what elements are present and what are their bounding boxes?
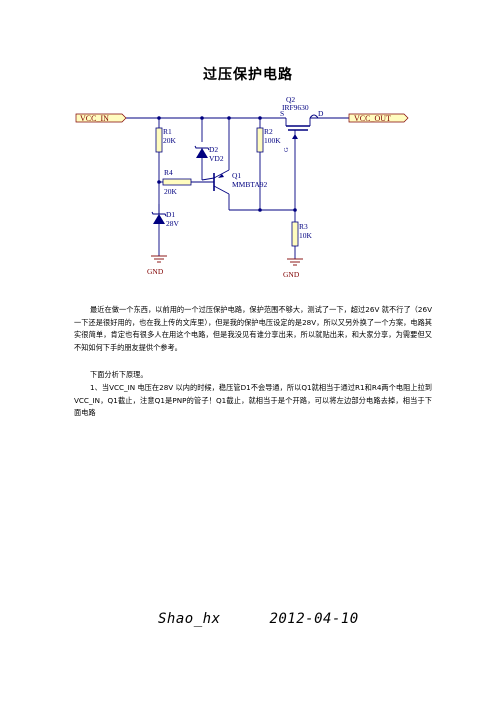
paragraph-analysis-step1: 1、当VCC_IN 电压在28V 以内的时候，稳压管D1不会导通，所以Q1就相当… bbox=[74, 383, 432, 418]
d2-ref: D2 bbox=[209, 145, 218, 154]
port-vcc-out: VCC_OUT bbox=[354, 114, 391, 123]
r3-ref: R3 bbox=[299, 222, 308, 231]
q2-ref: Q2 bbox=[286, 95, 295, 104]
port-vcc-in: VCC_IN bbox=[80, 114, 109, 123]
gnd-left-label: GND bbox=[147, 267, 164, 276]
q2-source-pin: S bbox=[280, 109, 284, 118]
signature: Shao_hx 2012-04-10 bbox=[158, 611, 359, 627]
d1-value: 28V bbox=[166, 219, 180, 228]
q2-part: IRF9630 bbox=[282, 103, 309, 112]
r4-value: 20K bbox=[164, 187, 178, 196]
r2-value: 100K bbox=[264, 136, 281, 145]
page-title: 过压保护电路 bbox=[203, 67, 293, 83]
q2-gate-pin: G bbox=[283, 147, 290, 152]
paragraph-intro: 最近在做一个东西，以前用的一个过压保护电路，保护范围不够大，测试了一下，超过26… bbox=[74, 305, 432, 352]
zener-d2 bbox=[194, 145, 210, 158]
d1-ref: D1 bbox=[166, 210, 175, 219]
r1-ref: R1 bbox=[163, 127, 172, 136]
gnd-right-label: GND bbox=[283, 270, 300, 279]
r1-value: 20K bbox=[163, 136, 177, 145]
r4-ref: R4 bbox=[164, 168, 173, 177]
q1-ref: Q1 bbox=[232, 171, 241, 180]
d2-part: VD2 bbox=[209, 154, 224, 163]
circuit-schematic: VCC_IN VCC_OUT Q2 IRF9630 bbox=[75, 95, 409, 279]
document-date: 2012-04-10 bbox=[269, 611, 359, 627]
paragraph-analysis-heading: 下面分析下原理。 bbox=[90, 370, 148, 379]
q1-part: MMBTA92 bbox=[232, 180, 267, 189]
r3-value: 10K bbox=[299, 231, 313, 240]
author-name: Shao_hx bbox=[158, 611, 221, 627]
r2-ref: R2 bbox=[264, 127, 273, 136]
q2-drain-pin: D bbox=[318, 109, 324, 118]
